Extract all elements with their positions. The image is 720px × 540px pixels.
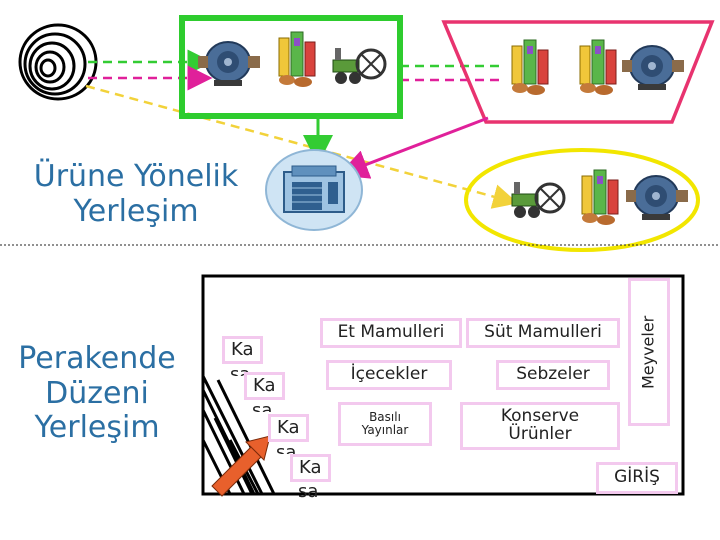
dept-icecekler: İçecekler xyxy=(326,360,452,390)
coil-icon xyxy=(18,23,98,101)
upper-title-line2: Yerleşim xyxy=(73,193,199,229)
lower-title-line2: Düzeni xyxy=(45,375,149,411)
lower-title-line1: Perakende xyxy=(18,341,176,376)
pump-machine-icon xyxy=(197,41,261,87)
lower-title-line3: Yerleşim xyxy=(34,410,160,445)
kasa-label-top: Ka xyxy=(268,414,309,442)
entrance-label: GİRİŞ xyxy=(614,467,660,488)
magenta-arrow-to-factory xyxy=(337,116,489,179)
pump-machine-icon xyxy=(621,45,685,91)
checkout-kasa-3: Ka sa xyxy=(268,414,309,454)
packaging-machine-icon xyxy=(278,31,316,88)
dept-sebzeler: Sebzeler xyxy=(496,360,610,390)
dept-basili-line2: Yayınlar xyxy=(361,423,409,437)
factory-building-icon xyxy=(265,149,363,231)
kasa-label-bottom: sa xyxy=(252,400,273,412)
kasa-label-top: Ka xyxy=(244,372,285,400)
kasa-label-bottom: sa xyxy=(276,442,297,454)
checkout-kasa-1: Ka sa xyxy=(222,336,263,376)
checkout-kasa-2: Ka sa xyxy=(244,372,285,412)
packaging-machine-icon xyxy=(579,39,617,96)
pink-trapezoid-frame xyxy=(441,20,715,124)
lower-section-title: Perakende Düzeni Yerleşim xyxy=(0,341,194,446)
dept-icecek-label: İçecekler xyxy=(350,364,428,385)
dept-sebze-label: Sebzeler xyxy=(516,364,590,385)
tractor-machine-icon xyxy=(510,180,566,220)
yellow-ellipse-frame xyxy=(464,148,700,252)
kasa-label-top: Ka xyxy=(222,336,263,364)
dept-et-mamulleri: Et Mamulleri xyxy=(320,318,462,348)
dept-konserve-line2: Ürünler xyxy=(508,424,572,444)
dept-sut-label: Süt Mamulleri xyxy=(484,322,602,343)
entrance-label-box: GİRİŞ xyxy=(596,462,678,494)
dept-konserve-line1: Konserve xyxy=(500,406,580,427)
packaging-machine-icon xyxy=(581,169,619,226)
tractor-machine-icon xyxy=(331,46,387,86)
upper-section-title: Ürüne Yönelik Yerleşim xyxy=(0,159,272,229)
dept-et-label: Et Mamulleri xyxy=(337,322,445,343)
dept-basili-line1: Basılı xyxy=(369,410,401,425)
yellow-dashed-arrow xyxy=(85,84,519,209)
arrow-icon xyxy=(211,435,271,497)
green-frame xyxy=(179,15,403,119)
upper-title-line1: Ürüne Yönelik xyxy=(33,159,239,194)
kasa-label-bottom: sa xyxy=(298,481,319,502)
checkout-kasa-4: Ka sa xyxy=(290,454,331,502)
kasa-label-top: Ka xyxy=(290,454,331,482)
packaging-machine-icon xyxy=(511,39,549,96)
dept-meyveler: Meyveler xyxy=(628,278,670,426)
dept-sut-mamulleri: Süt Mamulleri xyxy=(466,318,620,348)
pump-machine-icon xyxy=(625,175,689,221)
dept-meyve-label: Meyveler xyxy=(638,315,658,389)
dept-konserve-urunler: Konserve Ürünler xyxy=(460,402,620,450)
dept-basili-yayinlar: Basılı Yayınlar xyxy=(338,402,432,446)
